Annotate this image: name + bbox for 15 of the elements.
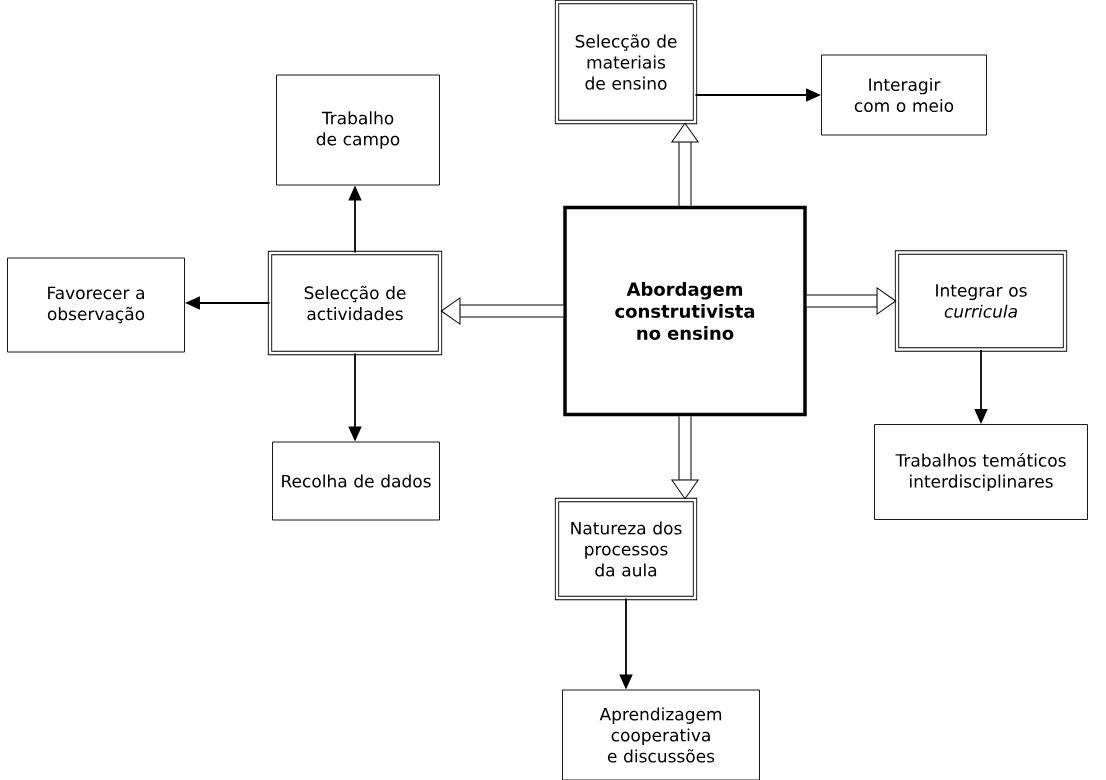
hollow-arrow bbox=[671, 122, 699, 206]
double-border-box: Integrar os curricula bbox=[894, 250, 1068, 352]
double-border-box: Selecção de actividades bbox=[267, 250, 443, 356]
double-border-box: Natureza dos processos da aula bbox=[554, 497, 698, 601]
process-box: Recolha de dados bbox=[272, 441, 440, 521]
process-box: Aprendizagem cooperativa e discussões bbox=[562, 689, 760, 780]
process-box: Trabalho de campo bbox=[276, 74, 440, 186]
hollow-arrow bbox=[806, 287, 897, 315]
central-box: Abordagem construtivista no ensino bbox=[563, 205, 807, 417]
process-box: Favorecer a observação bbox=[7, 257, 185, 353]
process-box: Trabalhos temáticos interdisciplinares bbox=[874, 424, 1088, 520]
process-box: Interagir com o meio bbox=[821, 54, 987, 136]
double-border-box: Selecção de materiais de ensino bbox=[554, 0, 698, 125]
hollow-arrow bbox=[440, 297, 564, 325]
hollow-arrow bbox=[671, 416, 699, 500]
